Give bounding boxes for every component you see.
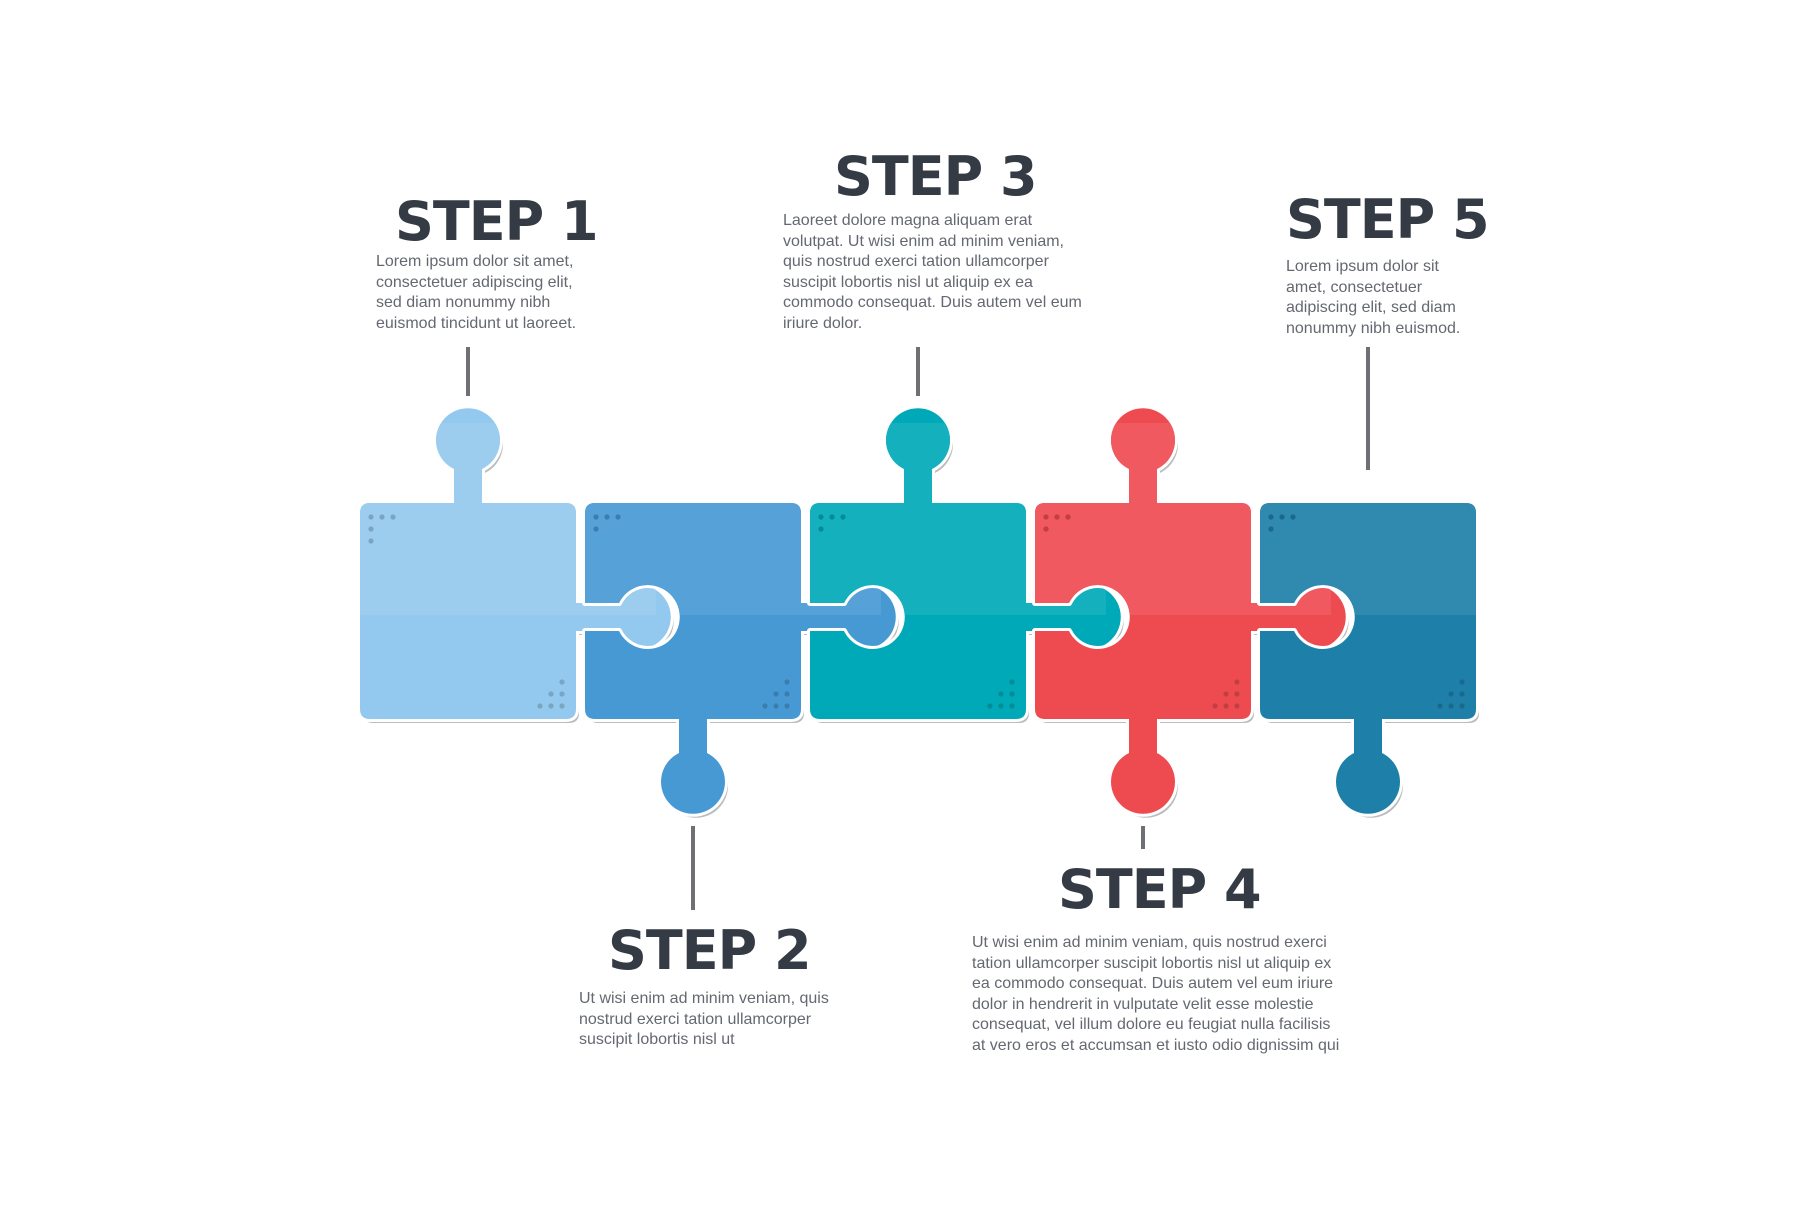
step-3-dot-tl-2 bbox=[840, 514, 846, 520]
step-4-dot-br-2 bbox=[1234, 703, 1240, 709]
step-1-dot-br-1 bbox=[548, 703, 554, 709]
step-3-description: Laoreet dolore magna aliquam erat volutp… bbox=[783, 212, 1082, 332]
step-4-dot-br-4 bbox=[1234, 691, 1240, 697]
step-1-dot-tl-4 bbox=[368, 538, 374, 544]
step-3-dot-tl-3 bbox=[818, 526, 824, 532]
step-4-dot-br-3 bbox=[1223, 691, 1229, 697]
step-1-title: STEP 1 bbox=[395, 190, 599, 253]
step-2-dot-br-4 bbox=[784, 691, 790, 697]
step-5-dot-br-4 bbox=[1459, 691, 1465, 697]
step-3-dot-tl-0 bbox=[818, 514, 824, 520]
step-1-dot-tl-3 bbox=[368, 526, 374, 532]
step-5-title: STEP 5 bbox=[1286, 188, 1490, 251]
step-2-dot-tl-2 bbox=[615, 514, 621, 520]
step-5-dot-br-2 bbox=[1459, 703, 1465, 709]
step-5-dot-br-3 bbox=[1448, 691, 1454, 697]
step-5-dot-tl-2 bbox=[1290, 514, 1296, 520]
step-3-dot-br-0 bbox=[987, 703, 993, 709]
step-2-dot-tl-1 bbox=[604, 514, 610, 520]
step-4-dot-tl-2 bbox=[1065, 514, 1071, 520]
step-5-dot-tl-3 bbox=[1268, 526, 1274, 532]
step-1-dot-tl-1 bbox=[379, 514, 385, 520]
step-1-dot-tl-2 bbox=[390, 514, 396, 520]
step-1-dot-br-5 bbox=[559, 679, 565, 685]
step-2-dot-br-2 bbox=[784, 703, 790, 709]
step-4-dot-br-5 bbox=[1234, 679, 1240, 685]
step-5-piece-highlight bbox=[1260, 503, 1476, 615]
step-4-dot-tl-3 bbox=[1043, 526, 1049, 532]
step-1-dot-br-4 bbox=[559, 691, 565, 697]
step-3-dot-br-5 bbox=[1009, 679, 1015, 685]
step-2-dot-br-1 bbox=[773, 703, 779, 709]
step-2-dot-tl-0 bbox=[593, 514, 599, 520]
step-5-dot-tl-0 bbox=[1268, 514, 1274, 520]
step-5-dot-tl-1 bbox=[1279, 514, 1285, 520]
step-4-title: STEP 4 bbox=[1058, 858, 1262, 921]
step-4-dot-tl-0 bbox=[1043, 514, 1049, 520]
step-5-dot-br-0 bbox=[1437, 703, 1443, 709]
step-4-dot-tl-1 bbox=[1054, 514, 1060, 520]
step-1-dot-tl-0 bbox=[368, 514, 374, 520]
step-3-dot-tl-1 bbox=[829, 514, 835, 520]
step-2-description: Ut wisi enim ad minim veniam, quis nostr… bbox=[579, 990, 829, 1048]
step-5-dot-br-1 bbox=[1448, 703, 1454, 709]
step-3-dot-br-4 bbox=[1009, 691, 1015, 697]
step-1-dot-br-0 bbox=[537, 703, 543, 709]
connector-lines bbox=[466, 347, 1370, 910]
step-1-description: Lorem ipsum dolor sit amet, consectetuer… bbox=[376, 253, 577, 332]
step-2-dot-tl-3 bbox=[593, 526, 599, 532]
step-1-dot-br-3 bbox=[548, 691, 554, 697]
step-2-dot-br-5 bbox=[784, 679, 790, 685]
step-4-dot-br-1 bbox=[1223, 703, 1229, 709]
step-5-description: Lorem ipsum dolor sit amet, consectetuer… bbox=[1286, 258, 1461, 337]
step-4-dot-br-0 bbox=[1212, 703, 1218, 709]
step-2-dot-br-0 bbox=[762, 703, 768, 709]
step-5-dot-br-5 bbox=[1459, 679, 1465, 685]
step-3-title: STEP 3 bbox=[834, 145, 1038, 208]
step-3-dot-br-1 bbox=[998, 703, 1004, 709]
step-4-description: Ut wisi enim ad minim veniam, quis nostr… bbox=[972, 934, 1340, 1054]
step-3-dot-br-3 bbox=[998, 691, 1004, 697]
step-2-dot-br-3 bbox=[773, 691, 779, 697]
step-3-dot-br-2 bbox=[1009, 703, 1015, 709]
step-2-title: STEP 2 bbox=[608, 919, 812, 982]
step-1-dot-br-2 bbox=[559, 703, 565, 709]
